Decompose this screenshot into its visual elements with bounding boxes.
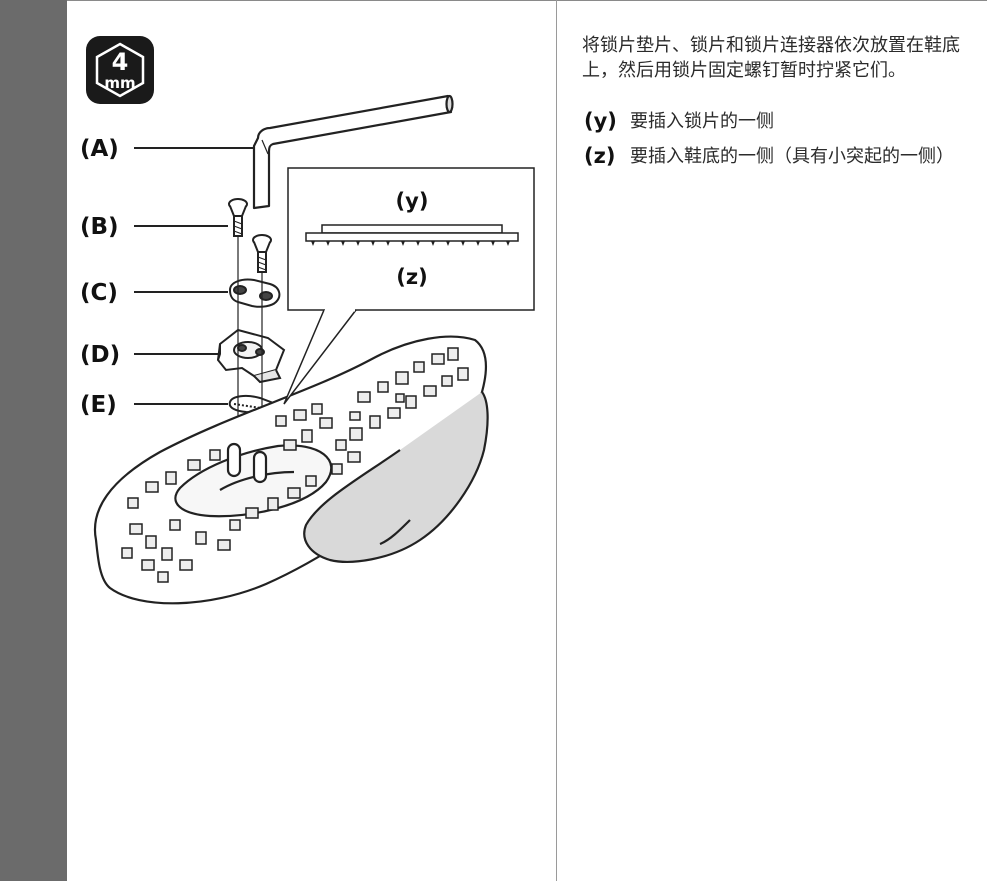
tool-size-unit: mm [104,74,135,92]
hex-wrench-size-icon: 4 mm [86,36,154,104]
page-side-bar [0,0,67,881]
note-text: 要插入鞋底的一侧（具有小突起的一侧） [630,146,954,167]
note-key: (y) [584,109,617,133]
top-rule [67,0,987,1]
hex-key-part [252,94,454,210]
sole-lugs [121,347,469,583]
cleat-screw-part [228,198,272,273]
note-item-z: (z) 要插入鞋底的一侧（具有小突起的一侧） [582,144,962,169]
inset-label-y: (y) [396,189,429,213]
part-label-c: (C) [80,280,118,306]
part-label-e: (E) [80,392,117,418]
part-label-a: (A) [80,136,119,162]
instruction-paragraph: 将锁片垫片、锁片和锁片连接器依次放置在鞋底上，然后用锁片固定螺钉暂时拧紧它们。 [582,35,960,81]
tool-size-value: 4 [112,48,129,76]
inset-label-z: (z) [396,265,427,289]
cleat-connector-part [228,278,281,308]
note-text: 要插入锁片的一侧 [630,111,774,132]
cleat-part [216,328,286,384]
cleat-spacer-detail-inset: (y) (z) [283,167,535,405]
part-label-b: (B) [80,214,119,240]
shoe-sole-illustration [93,335,489,605]
part-label-d: (D) [80,342,120,368]
instructions-column: 将锁片垫片、锁片和锁片连接器依次放置在鞋底上，然后用锁片固定螺钉暂时拧紧它们。 … [582,33,962,179]
note-item-y: (y) 要插入锁片的一侧 [582,109,962,134]
column-divider [556,0,557,881]
note-key: (z) [584,144,616,168]
cleat-installation-figure: 4 mm [70,20,552,620]
